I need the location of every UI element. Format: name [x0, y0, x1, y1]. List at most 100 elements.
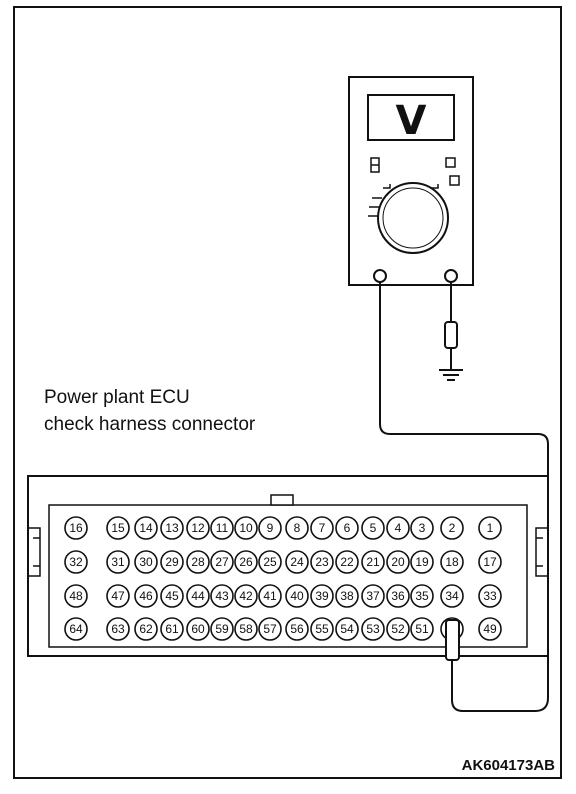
- pin-label-56: 56: [290, 622, 304, 636]
- pin-label-27: 27: [215, 555, 229, 569]
- pin-label-55: 55: [315, 622, 329, 636]
- pin-22: [335, 550, 359, 574]
- pin-20: [386, 550, 410, 574]
- pin-31: [106, 550, 130, 574]
- test-probe-tip: [445, 619, 460, 661]
- com-terminal: [373, 269, 387, 283]
- pin-label-16: 16: [69, 521, 83, 535]
- pin-label-9: 9: [267, 521, 274, 535]
- pin-7: [310, 516, 334, 540]
- pin-12: [186, 516, 210, 540]
- pin-label-53: 53: [366, 622, 380, 636]
- pin-26: [234, 550, 258, 574]
- voltmeter-display-symbol: V: [396, 98, 427, 144]
- pin-56: [285, 617, 309, 641]
- pin-19: [410, 550, 434, 574]
- pin-label-4: 4: [395, 521, 402, 535]
- pin-label-40: 40: [290, 589, 304, 603]
- pin-label-8: 8: [294, 521, 301, 535]
- pin-58: [234, 617, 258, 641]
- pin-33: [478, 584, 502, 608]
- pin-16: [64, 516, 88, 540]
- pin-label-26: 26: [239, 555, 253, 569]
- pin-1: [478, 516, 502, 540]
- v-terminal: [444, 269, 458, 283]
- pin-21: [361, 550, 385, 574]
- pin-32: [64, 550, 88, 574]
- pin-label-44: 44: [191, 589, 205, 603]
- pin-57: [258, 617, 282, 641]
- figure-code: AK604173AB: [462, 757, 556, 774]
- pin-53: [361, 617, 385, 641]
- pin-23: [310, 550, 334, 574]
- pin-label-17: 17: [483, 555, 497, 569]
- pin-15: [106, 516, 130, 540]
- pin-label-10: 10: [239, 521, 253, 535]
- pin-label-60: 60: [191, 622, 205, 636]
- pin-label-59: 59: [215, 622, 229, 636]
- pin-60: [186, 617, 210, 641]
- range-dial-inner: [382, 187, 444, 249]
- pin-label-64: 64: [69, 622, 83, 636]
- connector-left-latch: [28, 527, 41, 577]
- pin-label-57: 57: [263, 622, 277, 636]
- pin-36: [386, 584, 410, 608]
- voltmeter: V: [348, 76, 474, 286]
- pin-label-11: 11: [216, 521, 229, 535]
- pin-62: [134, 617, 158, 641]
- pin-40: [285, 584, 309, 608]
- pin-label-51: 51: [415, 622, 429, 636]
- connector-right-latch: [535, 527, 548, 577]
- pin-38: [335, 584, 359, 608]
- connector-label-line2: check harness connector: [44, 414, 256, 435]
- pin-42: [234, 584, 258, 608]
- pin-label-21: 21: [366, 555, 380, 569]
- pin-2: [440, 516, 464, 540]
- meter-switch-right: [449, 175, 460, 186]
- ground-lead: [439, 282, 463, 381]
- pin-49: [478, 617, 502, 641]
- pin-label-33: 33: [483, 589, 497, 603]
- pin-label-13: 13: [165, 521, 179, 535]
- pin-label-23: 23: [315, 555, 329, 569]
- pin-label-45: 45: [165, 589, 179, 603]
- pin-label-54: 54: [340, 622, 354, 636]
- pin-27: [210, 550, 234, 574]
- pin-4: [386, 516, 410, 540]
- pin-label-43: 43: [215, 589, 229, 603]
- pin-45: [160, 584, 184, 608]
- meter-switch-right-top: [445, 157, 456, 168]
- pin-8: [285, 516, 309, 540]
- pin-29: [160, 550, 184, 574]
- pin-label-19: 19: [415, 555, 429, 569]
- ground-icon: [439, 369, 463, 381]
- pin-61: [160, 617, 184, 641]
- pin-44: [186, 584, 210, 608]
- pin-11: [210, 516, 234, 540]
- pin-label-58: 58: [239, 622, 253, 636]
- pin-label-31: 31: [111, 555, 125, 569]
- pin-37: [361, 584, 385, 608]
- pin-label-41: 41: [263, 589, 277, 603]
- pin-28: [186, 550, 210, 574]
- pin-label-3: 3: [419, 521, 426, 535]
- pin-label-15: 15: [111, 521, 125, 535]
- range-scale-marks: [368, 184, 439, 217]
- pin-14: [134, 516, 158, 540]
- pin-label-42: 42: [239, 589, 253, 603]
- voltmeter-display: [367, 94, 455, 141]
- pin-30: [134, 550, 158, 574]
- pin-label-30: 30: [139, 555, 153, 569]
- pin-34: [440, 584, 464, 608]
- pin-55: [310, 617, 334, 641]
- pin-label-32: 32: [69, 555, 83, 569]
- pin-label-61: 61: [165, 622, 179, 636]
- pin-label-29: 29: [165, 555, 179, 569]
- pin-9: [258, 516, 282, 540]
- pin-label-47: 47: [111, 589, 125, 603]
- pin-label-46: 46: [139, 589, 153, 603]
- pin-label-39: 39: [315, 589, 329, 603]
- pin-5: [361, 516, 385, 540]
